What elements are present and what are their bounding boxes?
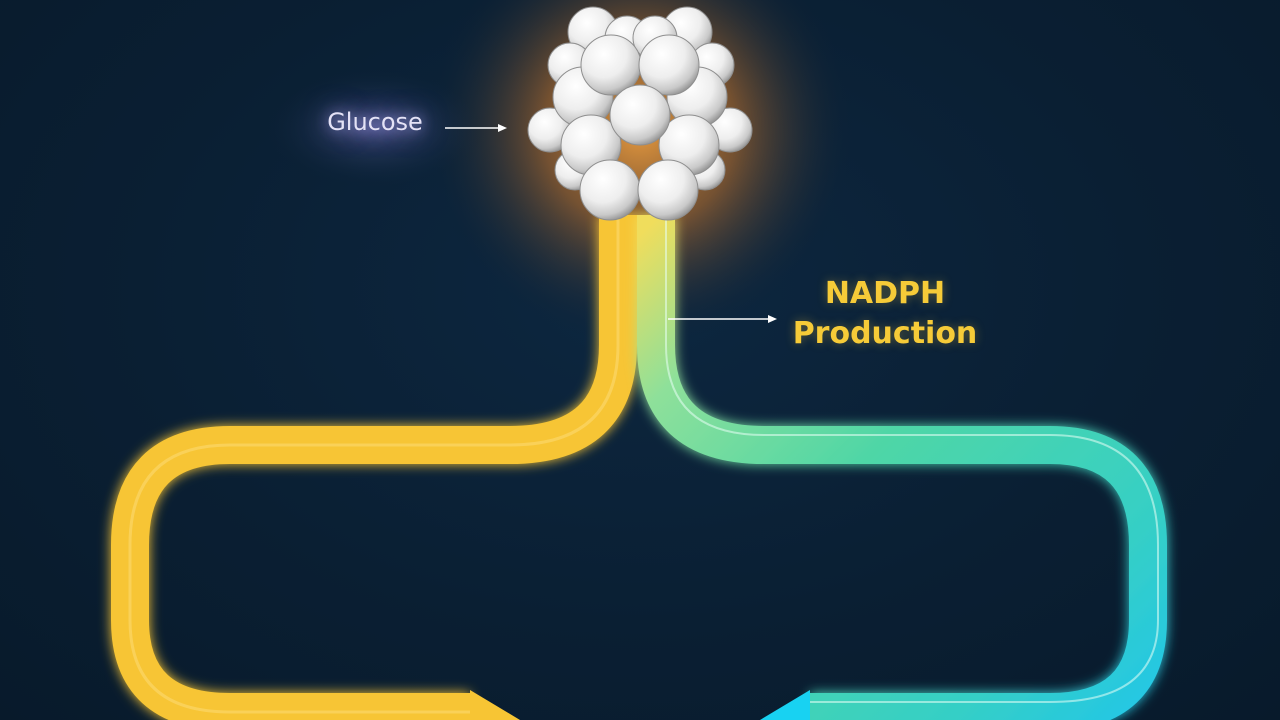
left-pathway [111, 215, 637, 720]
glucose-sphere-cluster-icon [527, 6, 753, 221]
nadph-production-label: NADPH Production [770, 274, 1000, 354]
right-pathway [637, 215, 1167, 720]
glucose-label: Glucose [327, 108, 423, 136]
nadph-label-line2: Production [792, 316, 978, 351]
arrow-right-icon [668, 315, 777, 323]
nadph-label-line1: NADPH [824, 276, 946, 311]
arrow-right-icon [445, 124, 507, 132]
molecule-glow [425, 0, 855, 345]
glucose-label-glow [265, 68, 485, 188]
arrow-right-tip [470, 690, 520, 720]
arrow-left-tip [760, 690, 810, 720]
